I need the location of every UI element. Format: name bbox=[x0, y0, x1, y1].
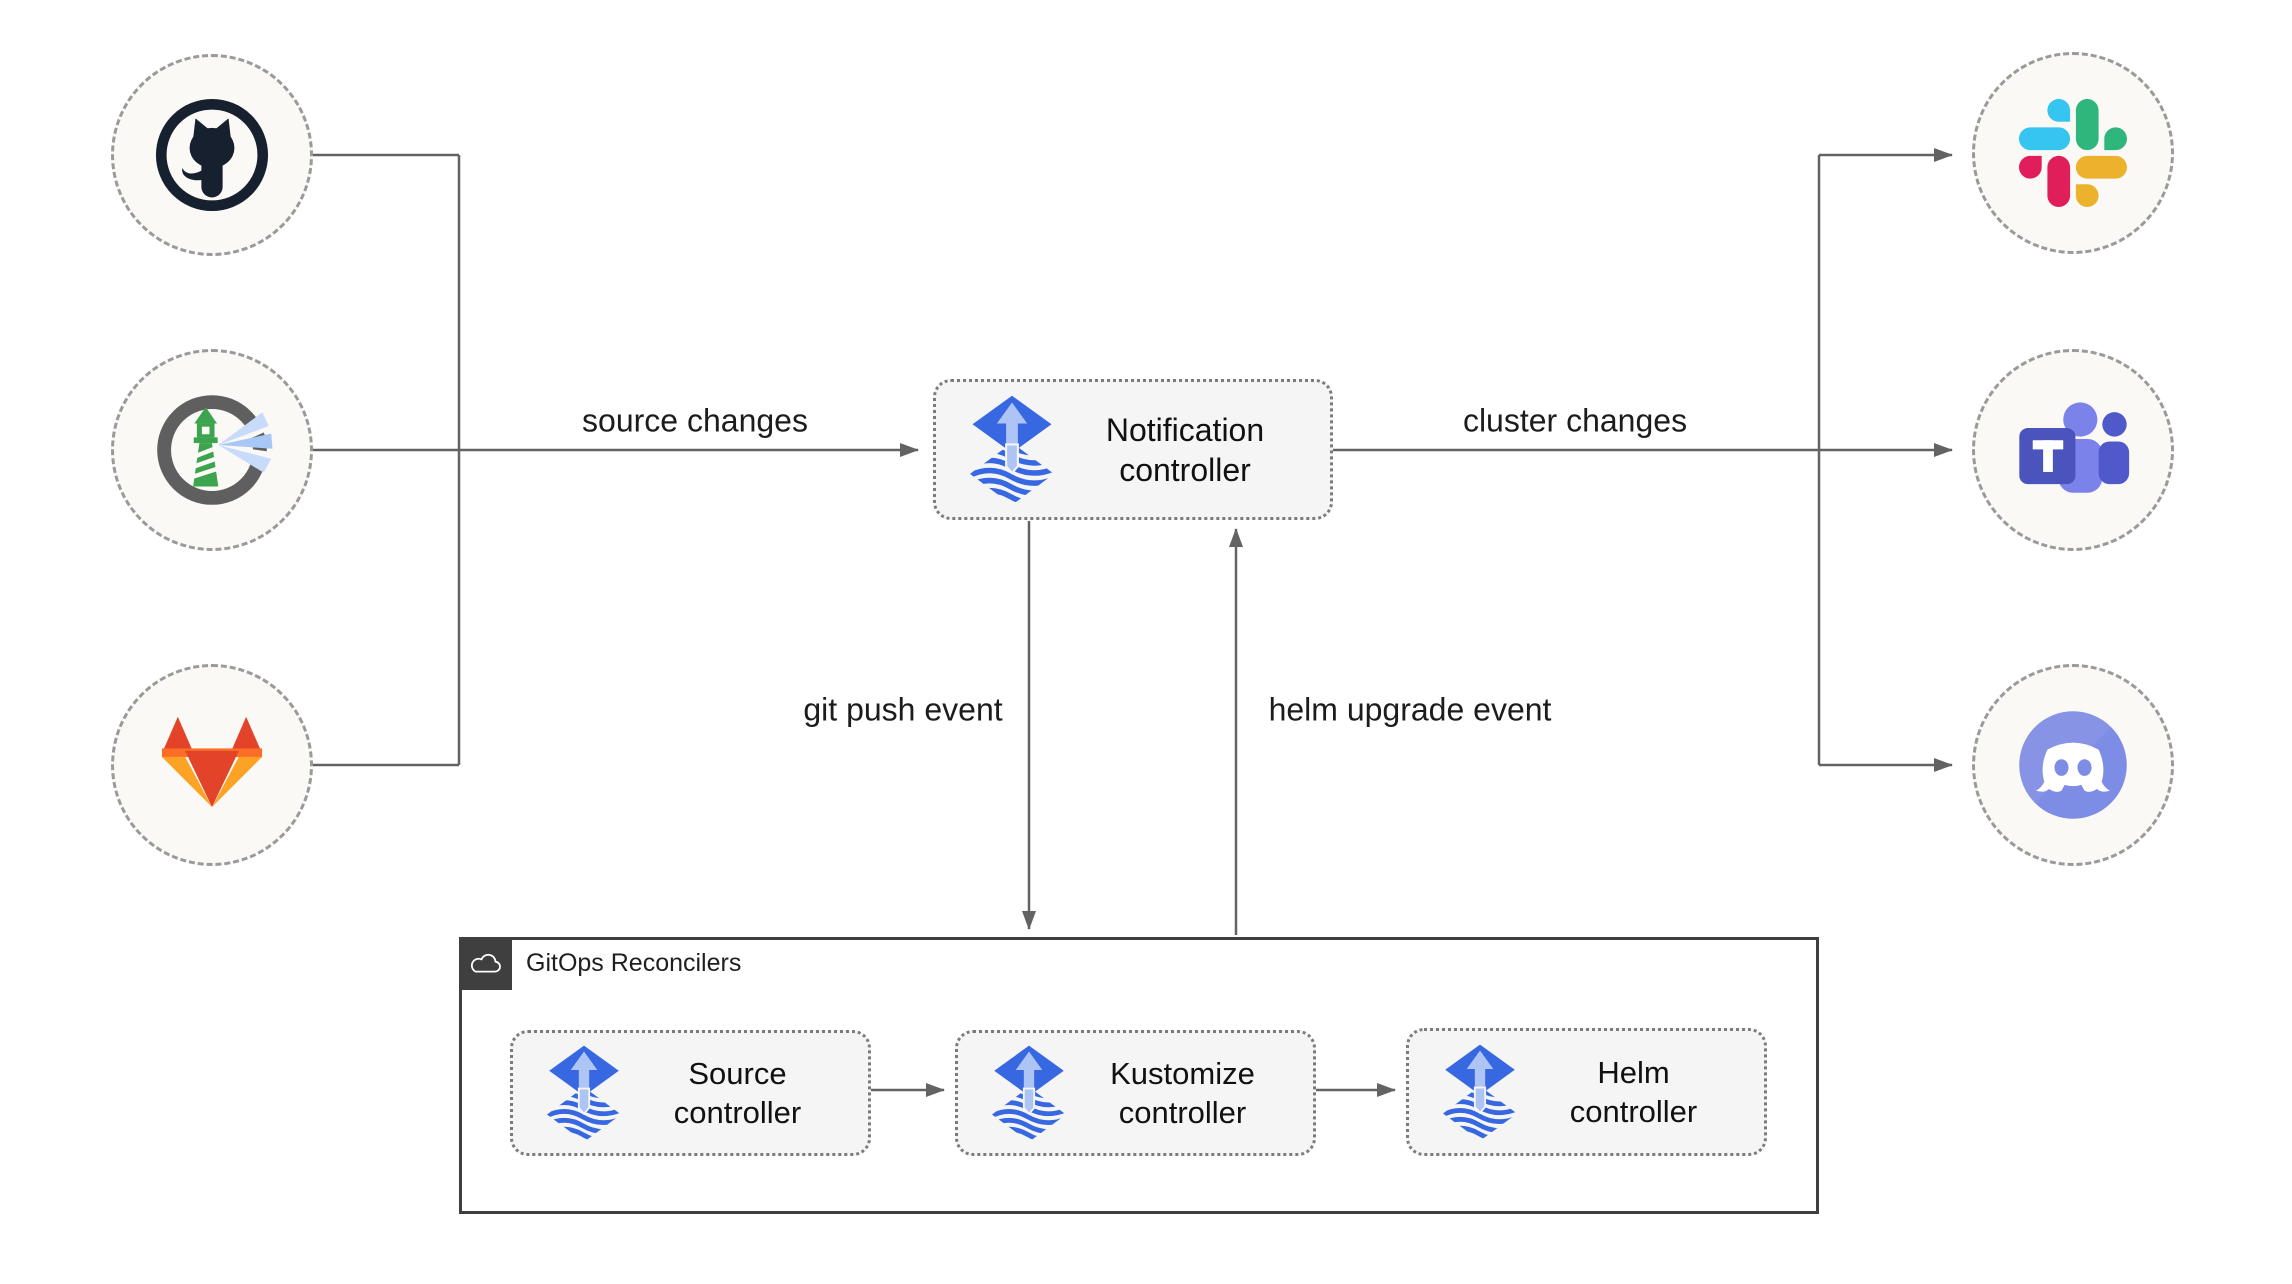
label-source-changes: source changes bbox=[576, 402, 814, 440]
source-controller-box: Source controller bbox=[510, 1030, 871, 1156]
label-cluster-changes: cluster changes bbox=[1456, 402, 1694, 440]
kustomize-controller-box: Kustomize controller bbox=[955, 1030, 1316, 1156]
node-teams bbox=[1972, 349, 2174, 551]
flux-icon bbox=[992, 1044, 1066, 1142]
teams-icon bbox=[2012, 389, 2134, 511]
harbor-icon bbox=[149, 387, 275, 513]
node-gitlab bbox=[111, 664, 313, 866]
node-harbor bbox=[111, 349, 313, 551]
source-controller-label: Source controller bbox=[621, 1054, 868, 1132]
kustomize-controller-line1: Kustomize bbox=[1110, 1056, 1255, 1091]
kustomize-controller-label: Kustomize controller bbox=[1066, 1054, 1313, 1132]
node-discord bbox=[1972, 664, 2174, 866]
notification-controller-line1: Notification bbox=[1105, 411, 1265, 448]
node-slack bbox=[1972, 52, 2174, 254]
flux-icon bbox=[547, 1044, 621, 1142]
helm-controller-line2: controller bbox=[1569, 1094, 1698, 1129]
helm-controller-label: Helm controller bbox=[1517, 1053, 1764, 1131]
gitlab-icon bbox=[151, 714, 273, 817]
github-icon bbox=[153, 96, 271, 214]
notification-controller-box: Notification controller bbox=[933, 379, 1333, 520]
flux-icon bbox=[1443, 1043, 1517, 1141]
cloud-icon bbox=[468, 949, 504, 978]
group-title: GitOps Reconcilers bbox=[526, 949, 742, 977]
node-github bbox=[111, 54, 313, 256]
helm-controller-box: Helm controller bbox=[1406, 1028, 1767, 1156]
helm-controller-line1: Helm bbox=[1597, 1055, 1670, 1090]
gitops-reconcilers-group: GitOps Reconcilers Source controller Kus… bbox=[459, 937, 1819, 1214]
notification-controller-line2: controller bbox=[1119, 451, 1251, 488]
flux-icon bbox=[970, 394, 1054, 505]
label-git-push-event: git push event bbox=[797, 691, 1009, 729]
label-helm-upgrade-event: helm upgrade event bbox=[1262, 691, 1558, 729]
discord-icon bbox=[2009, 701, 2137, 829]
group-badge bbox=[459, 937, 512, 990]
source-controller-line1: Source bbox=[688, 1056, 787, 1091]
notification-controller-label: Notification controller bbox=[1054, 410, 1330, 490]
source-controller-line2: controller bbox=[673, 1095, 802, 1130]
kustomize-controller-line2: controller bbox=[1118, 1095, 1247, 1130]
slack-icon bbox=[2019, 99, 2127, 207]
